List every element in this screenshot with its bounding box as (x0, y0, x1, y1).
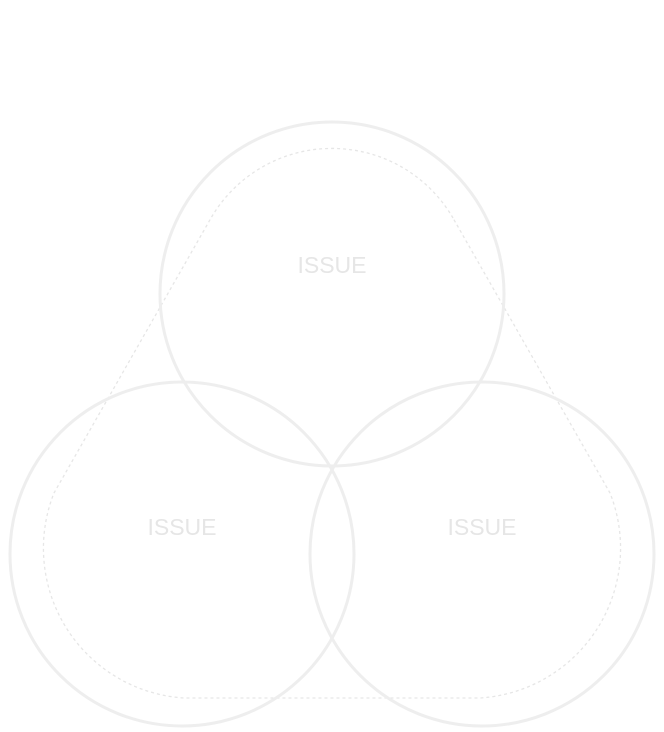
circle-bottom-left (8, 380, 356, 728)
circle-top (158, 120, 506, 468)
circle-bottom-right-label: ISSUE (447, 514, 516, 540)
circle-bottom-right (308, 380, 656, 728)
circle-top-label: ISSUE (297, 252, 366, 278)
dashed-triangle-outline (42, 147, 622, 699)
circle-bottom-left-label: ISSUE (147, 514, 216, 540)
